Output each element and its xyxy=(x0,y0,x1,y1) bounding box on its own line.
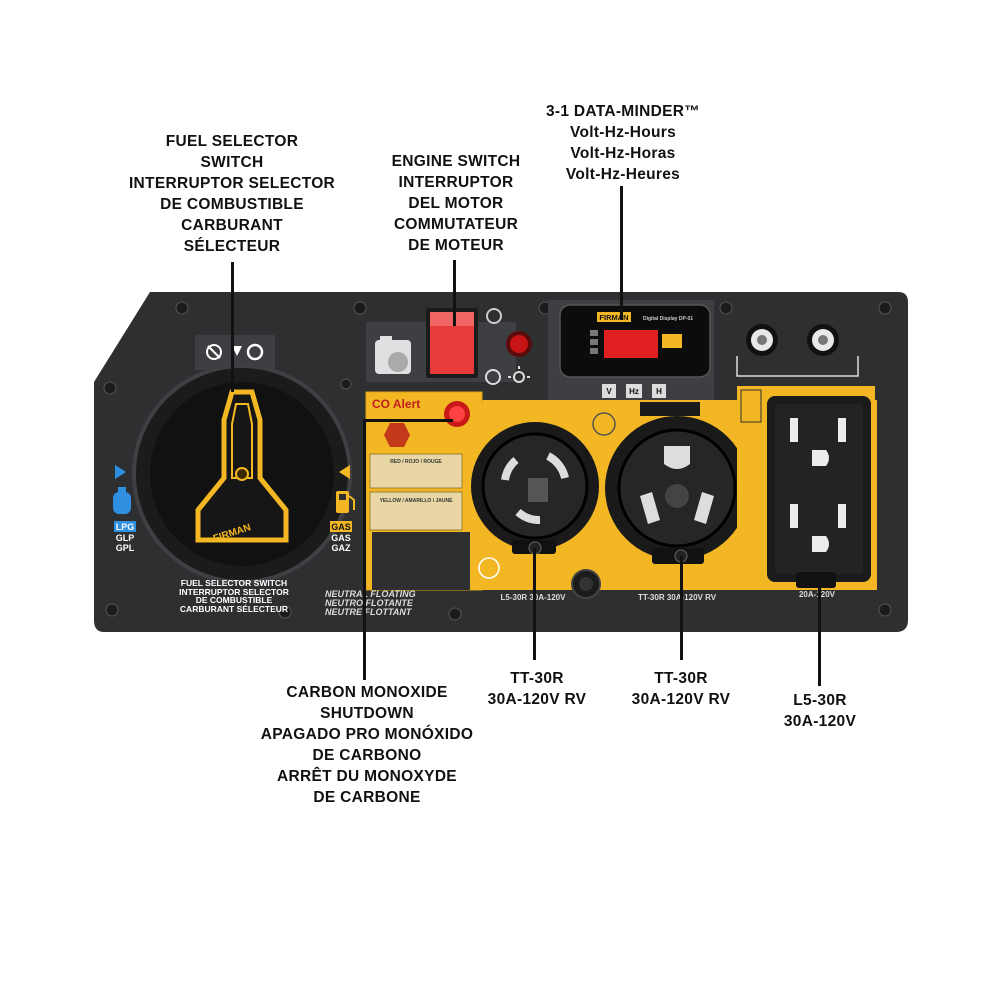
fuel-label-fr: CARBURANT SÉLECTEUR xyxy=(180,604,288,614)
gas-badge xyxy=(330,521,352,532)
display-brand: FIRMAN xyxy=(599,313,628,322)
callout-line: Volt-Hz-Horas xyxy=(570,145,676,162)
callout-line: COMMUTATEUR xyxy=(393,216,519,233)
co-shutdown-leader-vertical xyxy=(363,420,366,680)
callout-line: 30A-120V RV xyxy=(631,691,731,708)
lpg-tank-icon xyxy=(113,487,131,514)
co-alert-title: CO Alert xyxy=(372,397,420,411)
callout-line: INTERRUPTOR SELECTOR xyxy=(128,175,336,192)
callout-line: DE CARBONE xyxy=(313,789,421,806)
neutral-label-en: NEUTRAL FLOATING xyxy=(325,589,416,599)
callout-line: APAGADO PRO MONÓXIDO xyxy=(260,726,474,743)
callout-line: 30A-120V xyxy=(783,713,857,730)
fuel-off-icon xyxy=(206,344,222,360)
display-btn-v: V xyxy=(606,387,612,396)
callout-line: ENGINE SWITCH xyxy=(391,153,521,170)
oil-icon xyxy=(485,369,501,385)
tt30r-right-callout: TT-30R 30A-120V RV xyxy=(616,668,746,710)
co-shutdown-callout: CARBON MONOXIDE SHUTDOWN APAGADO PRO MON… xyxy=(242,682,492,808)
callout-line: Volt-Hz-Heures xyxy=(565,166,681,183)
co-shutdown-leader-horizontal xyxy=(363,419,453,422)
lpg-label-fr: GPL xyxy=(116,543,135,553)
display-brand-badge xyxy=(597,312,631,322)
display-btn-hz: Hz xyxy=(629,387,639,396)
data-minder-callout: 3-1 DATA-MINDER™ Volt-Hz-Hours Volt-Hz-H… xyxy=(528,101,718,185)
duplex-outlet-slots xyxy=(790,418,846,552)
tt30r-right-leader xyxy=(680,556,683,660)
lpg-label: LPG xyxy=(116,522,135,532)
tt30r-left-callout: TT-30R 30A-120V RV xyxy=(472,668,602,710)
callout-line: CARBON MONOXIDE xyxy=(286,684,448,701)
co-red-label: RED / ROJO / ROUGE xyxy=(390,459,442,465)
pointer-icon xyxy=(232,346,242,356)
fuel-selector-leader xyxy=(231,262,234,392)
callout-line: TT-30R xyxy=(654,670,708,687)
callout-line: DE COMBUSTIBLE xyxy=(160,196,304,213)
callout-line: 30A-120V RV xyxy=(487,691,587,708)
engine-switch-callout: ENGINE SWITCH INTERRUPTOR DEL MOTOR COMM… xyxy=(372,151,540,256)
fuel-on-icon xyxy=(246,343,264,361)
socket-right-label: 20A-120V xyxy=(799,590,836,599)
socket-tt-label: TT-30R 30A-120V RV xyxy=(638,593,717,602)
callout-line: INTERRUPTOR xyxy=(398,174,514,191)
ground-terminals[interactable] xyxy=(746,324,839,356)
fuel-label-es2: DE COMBUSTIBLE xyxy=(196,595,273,605)
fuel-selector-knob[interactable] xyxy=(132,335,352,584)
lpg-label-es: GLP xyxy=(116,533,135,543)
callout-line: L5-30R xyxy=(793,692,847,709)
callout-line: ARRÊT DU MONOXYDE xyxy=(277,768,457,785)
callout-line: FUEL SELECTOR xyxy=(165,133,299,150)
l530r-leader xyxy=(818,580,821,686)
callout-line: TT-30R xyxy=(510,670,564,687)
callout-line: DE MOTEUR xyxy=(408,237,504,254)
gas-label: GAS xyxy=(331,522,351,532)
callout-line: SÉLECTEUR xyxy=(183,238,281,255)
l530r-callout: L5-30R 30A-120V xyxy=(765,690,875,732)
gas-label-fr: GAZ xyxy=(332,543,352,553)
callout-line: DEL MOTOR xyxy=(408,195,504,212)
tt30r-left-leader xyxy=(533,548,536,660)
display-screen xyxy=(604,330,658,358)
callout-line: SHUTDOWN xyxy=(320,705,414,722)
data-minder-leader xyxy=(620,186,623,320)
neutral-label-fr: NEUTRE FLOTTANT xyxy=(325,607,413,617)
fuel-label-en: FUEL SELECTOR SWITCH xyxy=(181,578,287,588)
callout-line: Volt-Hz-Hours xyxy=(569,124,677,141)
lpg-arrow-icon xyxy=(115,465,126,479)
gas-pump-icon xyxy=(336,491,355,513)
display-side-keys xyxy=(590,330,598,354)
callout-line: 3-1 DATA-MINDER™ xyxy=(545,103,701,120)
co-yellow-label: YELLOW / AMARILLO / JAUNE xyxy=(380,498,454,504)
display-title: Digital Display DP-01 xyxy=(643,316,693,322)
co-alert-logo xyxy=(384,423,410,447)
display-mode-buttons[interactable] xyxy=(602,384,666,398)
choke-icon xyxy=(486,308,502,324)
neutral-label-es: NEUTRO FLOTANTE xyxy=(325,598,414,608)
callout-line: CARBURANT xyxy=(181,217,283,234)
gas-label-es: GAS xyxy=(331,533,351,543)
callout-line: DE CARBONO xyxy=(312,747,422,764)
callout-line: SWITCH xyxy=(200,154,264,171)
engine-switch-leader xyxy=(453,260,456,326)
fuel-label-es: INTERRUPTOR SELECTOR xyxy=(179,587,289,597)
lpg-badge xyxy=(114,521,136,532)
fuel-selector-callout: FUEL SELECTOR SWITCH INTERRUPTOR SELECTO… xyxy=(120,131,344,257)
display-btn-h: H xyxy=(656,387,662,396)
panel-screws xyxy=(103,301,892,621)
engine-icon xyxy=(375,336,411,374)
gas-arrow-icon xyxy=(339,465,350,479)
indicator-light-icon xyxy=(508,366,530,383)
